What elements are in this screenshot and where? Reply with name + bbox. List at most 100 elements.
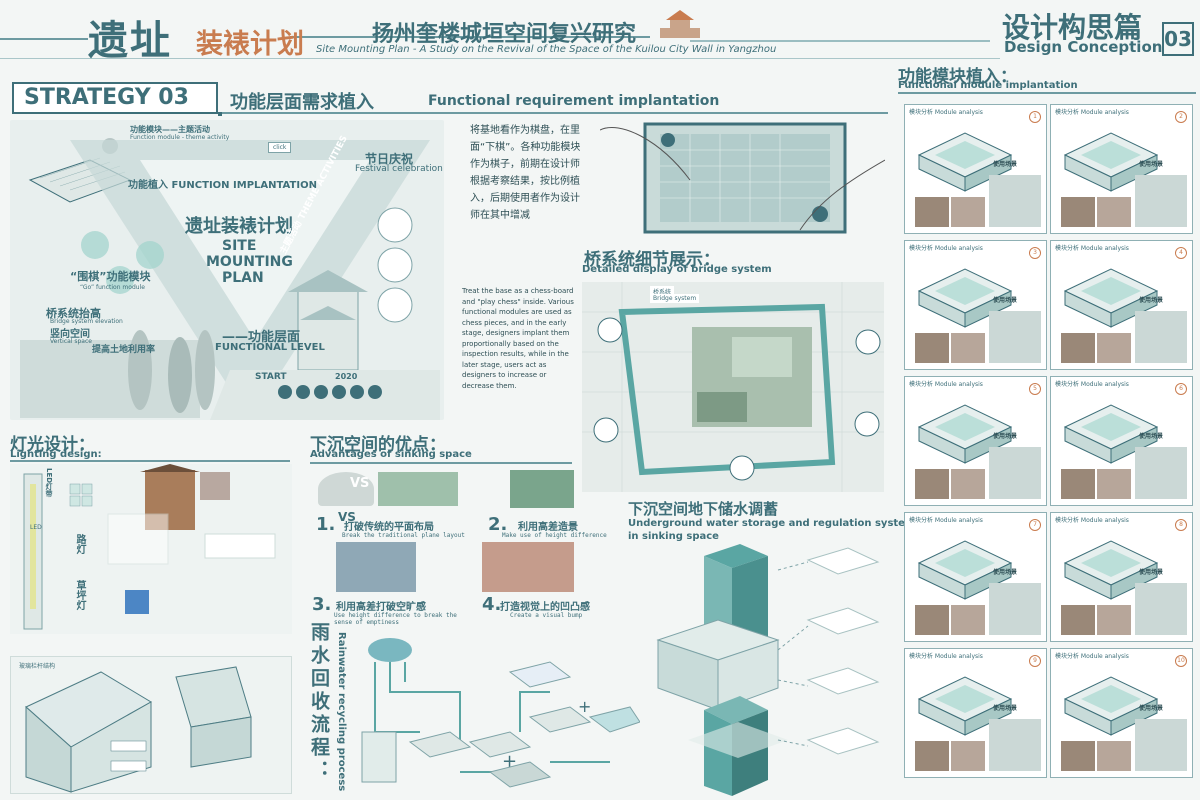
module-card-head: 模块分析 Module analysis <box>1055 109 1129 116</box>
chessboard-illustration <box>599 120 886 238</box>
sink-img-4 <box>336 542 416 592</box>
water-storage-graphic <box>656 544 880 796</box>
lighting-title-cn: 灯光设计： <box>10 435 95 455</box>
rain-diagram-graphic: + + <box>361 638 641 788</box>
module-card-scene: 使用场景 <box>1139 161 1164 168</box>
header-rule-right <box>690 40 990 42</box>
point-3-en: Use height difference to break the sense… <box>334 612 457 626</box>
point-1-en: Break the traditional plane layout <box>342 532 465 539</box>
modules-title-en: Functional module implantation <box>898 80 1078 91</box>
water-title-cn: 下沉空间地下储水调蓄 <box>628 500 779 518</box>
module-card-head: 模块分析 Module analysis <box>1055 245 1129 252</box>
svg-text:+: + <box>578 697 591 716</box>
module-card-graphic <box>915 268 1041 363</box>
go-module-en: “Go” function module <box>80 284 145 291</box>
bridge-label-en: Bridge system <box>650 294 700 303</box>
strategy-label: STRATEGY 03 <box>12 82 218 114</box>
water-title-en-1: Underground water storage and regulation… <box>628 518 916 529</box>
page-number: 03 <box>1162 22 1194 56</box>
land-use-label: 提高土地利用率 <box>92 345 156 355</box>
module-card-head: 模块分析 Module analysis <box>909 653 983 660</box>
point-2-cn: 利用高差造景 <box>518 522 578 533</box>
rain-diagram: + + <box>350 632 641 794</box>
festival-cn: 节日庆祝 <box>365 152 414 166</box>
lawn-lamp-label: 草坪灯 <box>74 580 85 610</box>
strategy-rule <box>218 112 888 114</box>
sinking-title-en: Advantages of sinking space <box>310 449 472 460</box>
point-2-number: 2. <box>488 514 508 535</box>
vs-label-2: VS <box>338 510 356 524</box>
strategy-title-en: Functional requirement implantation <box>428 93 720 109</box>
module-card-head: 模块分析 Module analysis <box>1055 517 1129 524</box>
glass-railing-graphic <box>25 666 252 793</box>
festival-en: Festival celebration <box>355 164 443 174</box>
tower-ornament-icon <box>660 10 700 38</box>
timeline-icons <box>278 385 438 403</box>
vertical-space-cn: 竖向空间 <box>50 329 90 340</box>
rain-title-en: Rainwater recycling process <box>336 632 347 792</box>
title-site: 遗址 <box>88 18 172 64</box>
chess-text-en: Treat the base as a chess-board and "pla… <box>462 287 574 390</box>
module-card-number: 7 <box>1029 519 1041 531</box>
module-card-number: 10 <box>1175 655 1187 667</box>
module-card-graphic <box>915 676 1041 771</box>
function-implant-label: 功能植入 FUNCTION IMPLANTATION <box>128 180 317 191</box>
module-card-graphic <box>1061 404 1187 499</box>
bridge-map: 桥系统 Bridge system <box>582 282 884 492</box>
subtitle-en: Site Mounting Plan - A Study on the Revi… <box>316 44 777 55</box>
module-card-scene: 使用场景 <box>1139 569 1164 576</box>
point-3-number: 3. <box>312 594 332 615</box>
point-1-number: 1. <box>316 514 336 535</box>
point-4-en: Create a visual bump <box>510 612 583 619</box>
plan-title-en-1: SITE <box>222 238 257 254</box>
module-card-number: 6 <box>1175 383 1187 395</box>
module-card-number: 4 <box>1175 247 1187 259</box>
module-card-head: 模块分析 Module analysis <box>1055 381 1129 388</box>
functional-level-en: FUNCTIONAL LEVEL <box>215 342 325 353</box>
chess-text-cn: 将基地看作为棋盘，在里面“下棋”。各种功能模块作为棋子，前期在设计师根据考察结果… <box>470 125 581 221</box>
functional-diagram: 功能模块——主题活动 Function module - theme activ… <box>10 120 444 420</box>
timeline-dot-icon <box>278 385 292 399</box>
module-card-head: 模块分析 Module analysis <box>909 109 983 116</box>
modules-rule <box>898 92 1196 94</box>
module-card-head: 模块分析 Module analysis <box>909 245 983 252</box>
module-card-head: 模块分析 Module analysis <box>909 517 983 524</box>
module-card-graphic <box>915 132 1041 227</box>
sinking-rule <box>310 462 572 464</box>
led-label: LED <box>30 524 42 531</box>
header-rule-left <box>0 38 88 40</box>
module-card-number: 5 <box>1029 383 1041 395</box>
header-rule-mid <box>290 36 650 38</box>
module-card-graphic <box>915 540 1041 635</box>
go-module-cn: “围棋”功能模块 <box>70 270 151 283</box>
timeline-dot-icon <box>350 385 364 399</box>
year-label: 2020 <box>335 372 358 381</box>
module-card: 模块分析 Module analysis 7 使用场景 <box>904 512 1047 642</box>
timeline-dot-icon <box>332 385 346 399</box>
timeline-dot-icon <box>368 385 382 399</box>
water-storage-diagram <box>648 540 888 796</box>
module-card-graphic <box>1061 132 1187 227</box>
module-card-scene: 使用场景 <box>993 433 1018 440</box>
module-activity-label: 功能模块——主题活动 <box>130 125 210 134</box>
plan-title-cn: 遗址装裱计划 <box>185 216 293 237</box>
timeline-dot-icon <box>296 385 310 399</box>
section-title-cn: 设计构思篇 <box>1002 11 1143 44</box>
vertical-space-en: Vertical space <box>50 338 92 345</box>
module-card-scene: 使用场景 <box>993 569 1018 576</box>
module-activity-en: Function module - theme activity <box>130 134 230 141</box>
timeline-dot-icon <box>314 385 328 399</box>
module-card-graphic <box>1061 676 1187 771</box>
plan-title-en-2: MOUNTING <box>206 254 293 270</box>
street-lamp-label: 路灯 <box>74 534 85 554</box>
chessboard-graphic <box>599 122 886 234</box>
glass-railing-label: 玻璃栏杆结构 <box>19 663 56 670</box>
